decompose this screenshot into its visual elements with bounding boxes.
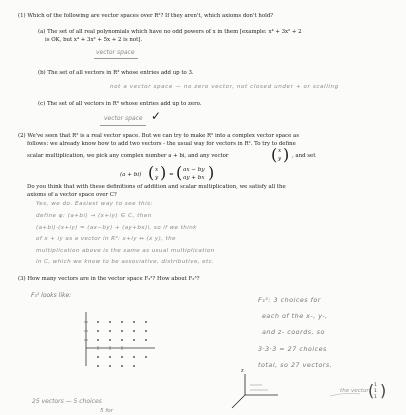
- formula-result-top: ax − by: [183, 167, 205, 173]
- q3-bottom-left-hw: 25 vectors — 5 choices: [32, 398, 102, 405]
- formula-vector-bottom: y: [155, 175, 159, 181]
- q2-hw-line1: Yes, we do. Easiest way to see this:: [36, 201, 153, 207]
- q2-hw-line4: of x + iy as a vector in R²: x+iy ↔ (x y…: [36, 236, 176, 242]
- vector-bottom: y: [278, 156, 282, 162]
- q1c-answer-underline: [100, 125, 146, 126]
- svg-text:1: 1: [374, 382, 377, 388]
- formula-lhs: (a + bi): [120, 172, 142, 178]
- checkmark-icon: ✓: [151, 109, 162, 123]
- q2-text-line2: follows: we already know how to add two …: [27, 141, 296, 147]
- q3-question: (3) How many vectors are in the vector s…: [18, 276, 200, 282]
- q2-line3-text: scalar multiplication, we pick any compl…: [27, 153, 229, 159]
- q2-hw-line5: multiplication above is the same as usua…: [36, 248, 215, 254]
- q2-ask-line2: axioms of a vector space over C?: [27, 192, 117, 198]
- bottom-right-vector: ( 1 1 1 ): [368, 381, 386, 400]
- q2-hw-line2: define φ: (a+bi) → (x+iy) ∈ C, then: [36, 213, 152, 219]
- svg-text:(: (: [368, 381, 374, 400]
- q2-hw-line3: (a+bi)·(x+iy) = (ax−by) + (ay+bx)i, so i…: [36, 225, 197, 231]
- scalar-mult-formula: (a + bi) ( x y ) = ( ax − by ay + bx ): [120, 163, 215, 182]
- q3-right-hw-line1: F₃³: 3 choices for: [258, 296, 321, 304]
- q3-bottom-right-hw: the vector: [340, 388, 369, 394]
- axis-z-label: z: [241, 368, 244, 374]
- q3-right-hw-line4: 3·3·3 = 27 choices: [258, 345, 327, 353]
- f3-cubed-axes-sketch: [231, 374, 278, 409]
- q2-text-line3: scalar multiplication, we pick any compl…: [27, 153, 229, 160]
- q3-left-hw-title: F₃² looks like:: [31, 292, 72, 299]
- grid-dots: [97, 321, 147, 367]
- q3-right-hw-line5: total, so 27 vectors.: [258, 361, 333, 369]
- q1a-answer-underline: [94, 58, 138, 59]
- svg-text:1: 1: [374, 388, 377, 394]
- q1c-text: (c) The set of all vectors in R³ whose e…: [38, 101, 202, 107]
- q1-question: (1) Which of the following are vector sp…: [18, 13, 274, 19]
- q2-hw-line6: in C, which we know to be associative, d…: [36, 259, 215, 265]
- formula-result-bottom: ay + bx: [183, 175, 205, 181]
- q1a-text-line1: (a) The set of all real polynomials whic…: [38, 29, 302, 35]
- formula-vector-top: x: [155, 167, 159, 173]
- q3-bottom-left-hw2: 5 for: [100, 408, 114, 414]
- q1a-text-line2: is OK, but x⁴ + 3x² + 5x + 2 is not].: [45, 37, 143, 43]
- q1b-handwritten-answer: not a vector space — no zero vector, not…: [110, 84, 339, 90]
- q1c-handwritten-answer: vector space: [104, 115, 143, 122]
- vector-top: x: [278, 148, 282, 154]
- q3-right-hw-line3: and z- coords, so: [262, 328, 325, 336]
- q2-text-line1: (2) We've seen that R² is a real vector …: [18, 133, 299, 139]
- q3-right-hw-line2: each of the x-, y-,: [262, 312, 328, 320]
- q2-ask-line1: Do you think that with these definitions…: [27, 184, 286, 190]
- svg-text:): ): [380, 381, 386, 400]
- q1b-text: (b) The set of all vectors in R³ whose e…: [38, 70, 194, 76]
- q2-text-line3-end: , and set: [292, 153, 316, 159]
- svg-text:1: 1: [374, 394, 377, 400]
- q1a-handwritten-answer: vector space: [96, 49, 135, 56]
